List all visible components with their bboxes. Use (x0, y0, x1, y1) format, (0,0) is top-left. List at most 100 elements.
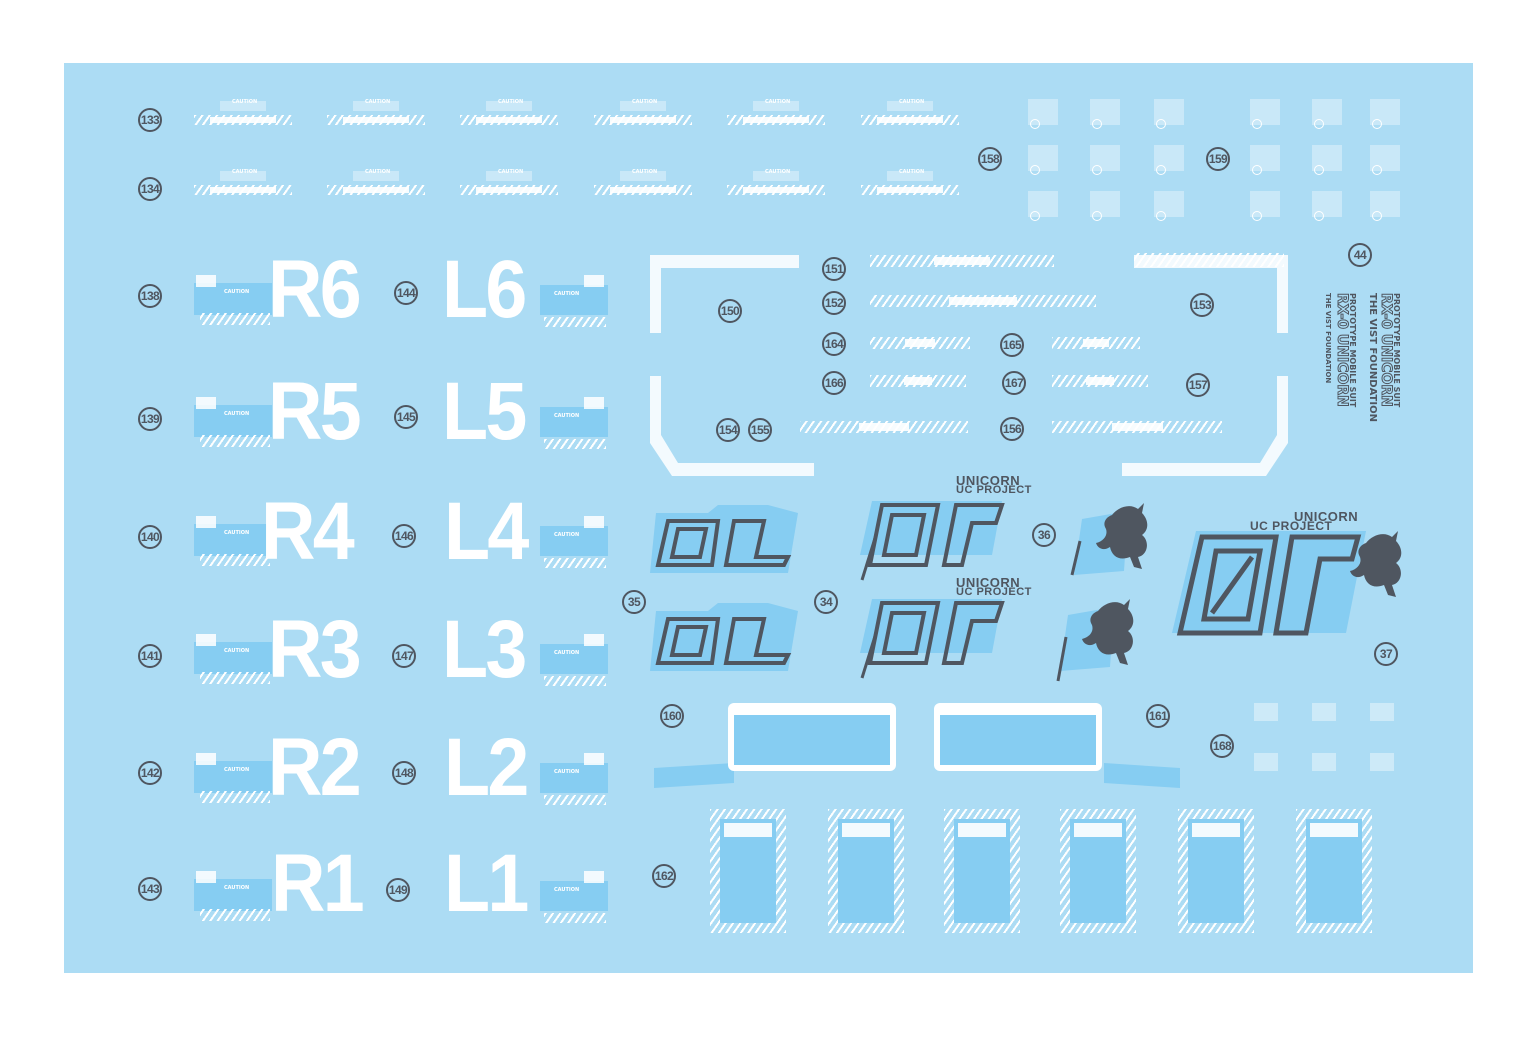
decal-number-150: 150 (718, 299, 742, 323)
decal-number-151: 151 (822, 257, 846, 281)
r-panel-caution: CAUTION (224, 767, 250, 773)
small-circle-icon (1092, 211, 1102, 221)
r-panel-caution: CAUTION (224, 289, 250, 295)
l-panel-caution: CAUTION (554, 887, 580, 893)
caution-strip-134-caution-text: CAUTION (632, 169, 658, 175)
tiny-warning-square (1254, 703, 1278, 721)
strip-165-band (1082, 339, 1110, 347)
r-panel-tag (196, 871, 216, 883)
uc-project-label-mid: UC PROJECT (956, 586, 1032, 598)
decal-number-168: 168 (1210, 734, 1234, 758)
small-circle-icon (1156, 119, 1166, 129)
strip-153-stripes (1134, 253, 1284, 267)
decal-number-153: 153 (1190, 293, 1214, 317)
l-panel-base (540, 763, 608, 793)
number-01-decal-34-bottom (860, 599, 1005, 679)
frame-162-label (1074, 823, 1122, 837)
marking-r5: R5 (268, 366, 362, 457)
r-panel-tag (196, 634, 216, 646)
decal-sheet: CAUTION CAUTION CAUTION CAUTION CAUTION CAUTI… (64, 63, 1473, 973)
vertical-model-text: RX-0 UNICORN (1334, 293, 1350, 407)
small-circle-icon (1372, 211, 1382, 221)
strip-151-band (934, 257, 990, 265)
vertical-text-decal-44: THE VIST FOUNDATION RX-0 UNICORN PROTOTY… (1324, 293, 1401, 422)
decal-number-133: 133 (138, 108, 162, 132)
caution-strip-134-caption (486, 171, 532, 181)
uc-project-label-top: UC PROJECT (956, 484, 1032, 496)
decal-number-149: 149 (386, 878, 410, 902)
caution-strip-133-caption (753, 101, 799, 111)
decal-number-134: 134 (138, 177, 162, 201)
decal-number-160: 160 (660, 704, 684, 728)
r-panel-base (194, 524, 272, 556)
small-circle-icon (1030, 165, 1040, 175)
decal-number-162: 162 (652, 864, 676, 888)
vertical-foundation-text: THE VIST FOUNDATION (1324, 293, 1332, 383)
unicorn-label-mid: UNICORN (956, 575, 1021, 590)
l-panel-caution: CAUTION (554, 291, 580, 297)
tiny-warning-square (1370, 753, 1394, 771)
small-circle-icon (1372, 119, 1382, 129)
decal-number-37: 37 (1374, 642, 1398, 666)
marking-r6: R6 (268, 244, 362, 335)
decal-number-144: 144 (394, 281, 418, 305)
vertical-sub-text: PROTOTYPE MOBILE SUIT (1348, 293, 1357, 408)
caution-strip-134-band (210, 187, 276, 193)
decal-number-148: 148 (392, 761, 416, 785)
decal-number-35: 35 (622, 590, 646, 614)
decal-number-142: 142 (138, 761, 162, 785)
decal-number-143: 143 (138, 877, 162, 901)
decal-number-145: 145 (394, 405, 418, 429)
caution-strip-133-band (210, 117, 276, 123)
marking-l3: L3 (442, 604, 527, 695)
l-panel-tag (584, 516, 604, 528)
decal-number-155: 155 (748, 418, 772, 442)
caution-strip-134-caution-text: CAUTION (899, 169, 925, 175)
strip-164-band (905, 339, 935, 347)
marking-r1: R1 (271, 838, 365, 929)
tiny-warning-square (1312, 703, 1336, 721)
l-panel-base (540, 881, 608, 911)
l-panel-caution: CAUTION (554, 650, 580, 656)
decal-number-165: 165 (1000, 333, 1024, 357)
vertical-sub-text: PROTOTYPE MOBILE SUIT (1392, 293, 1401, 408)
r-panel-tag (196, 275, 216, 287)
unicorn-label-top: UNICORN (956, 473, 1021, 488)
decal-number-34: 34 (814, 590, 838, 614)
decal-number-161: 161 (1146, 704, 1170, 728)
small-circle-icon (1314, 211, 1324, 221)
marking-l2: L2 (444, 722, 529, 813)
caution-strip-133-band (610, 117, 676, 123)
small-circle-icon (1092, 119, 1102, 129)
small-circle-icon (1030, 119, 1040, 129)
caution-strip-134-caption (220, 171, 266, 181)
small-circle-icon (1092, 165, 1102, 175)
small-circle-icon (1314, 119, 1324, 129)
marking-l1: L1 (444, 838, 529, 929)
decal-number-36: 36 (1032, 523, 1056, 547)
r-panel-tag (196, 397, 216, 409)
decal-number-156: 156 (1000, 417, 1024, 441)
caution-strip-134-caption (753, 171, 799, 181)
l-panel-caution: CAUTION (554, 769, 580, 775)
frame-162-label (724, 823, 772, 837)
r-panel-stripes (200, 672, 270, 684)
caution-strip-133-caution-text: CAUTION (765, 99, 791, 105)
small-circle-icon (1156, 165, 1166, 175)
caution-strip-133-caution-text: CAUTION (232, 99, 258, 105)
r-panel-base (194, 761, 272, 793)
small-circle-icon (1252, 165, 1262, 175)
marking-r3: R3 (268, 604, 362, 695)
marking-r4: R4 (261, 486, 355, 577)
r-panel-tag (196, 753, 216, 765)
l-panel-tag (584, 753, 604, 765)
caution-strip-133-band (343, 117, 409, 123)
caution-strip-134-caption (353, 171, 399, 181)
small-circle-icon (1252, 211, 1262, 221)
small-circle-icon (1030, 211, 1040, 221)
caution-strip-133-caution-text: CAUTION (632, 99, 658, 105)
decal-number-158: 158 (978, 147, 1002, 171)
strip-156-band (1111, 423, 1163, 431)
unicorn-emblem-icon (1056, 599, 1134, 682)
decal-number-147: 147 (392, 644, 416, 668)
